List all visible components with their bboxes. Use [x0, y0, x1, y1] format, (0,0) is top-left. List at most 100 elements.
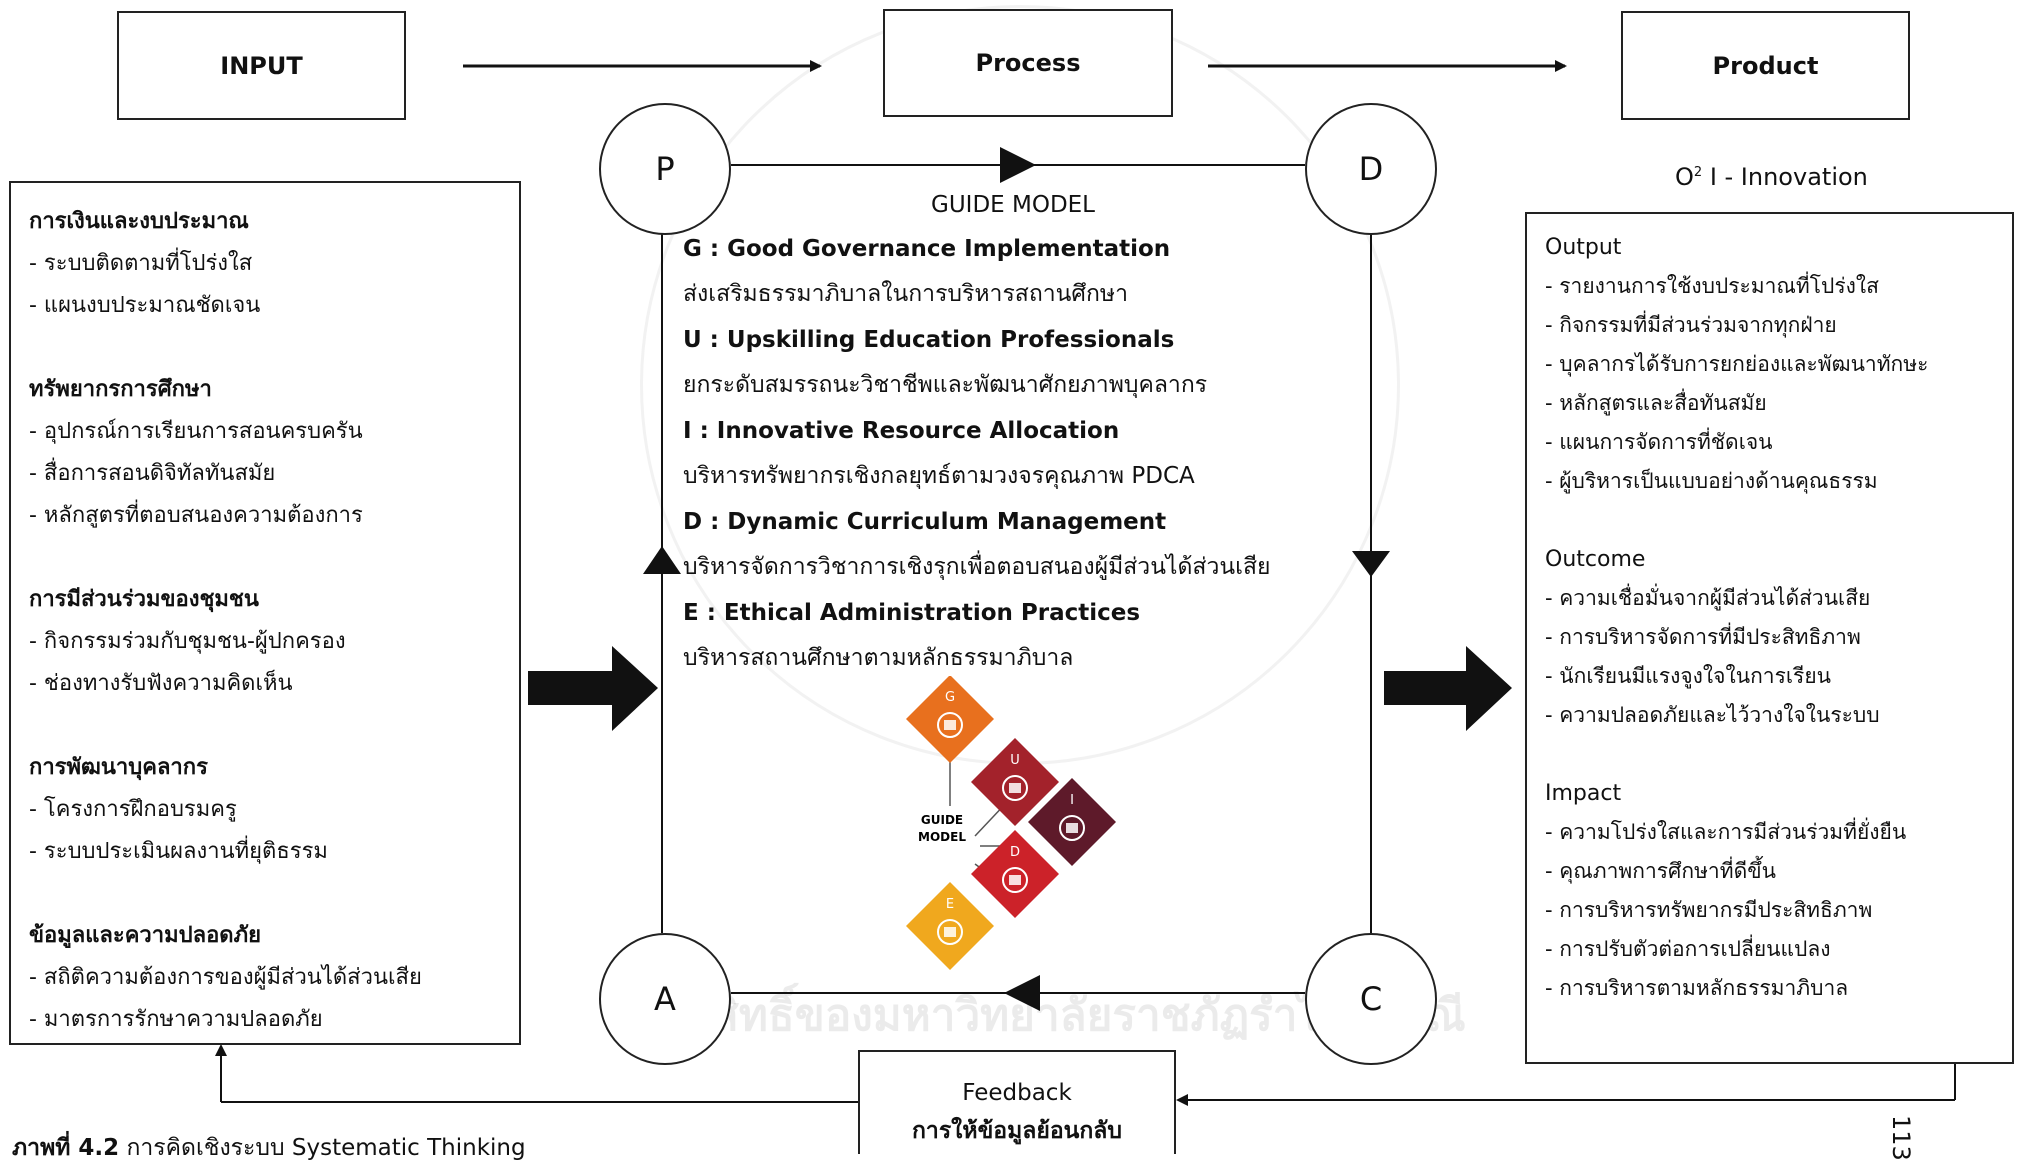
- diagram-center-line1: GUIDE: [921, 813, 963, 827]
- input-header-box: INPUT: [117, 11, 406, 120]
- list-item: - แผนการจัดการที่ชัดเจน: [1545, 430, 1773, 454]
- pdca-plan-node: P: [599, 103, 731, 235]
- guide-tile-letter: G: [945, 690, 955, 705]
- guide-tile-g: G: [906, 676, 994, 763]
- section-title: การพัฒนาบุคลากร: [29, 755, 208, 780]
- section-title: การเงินและงบประมาณ: [29, 209, 249, 234]
- guide-tile-u: U: [971, 738, 1059, 826]
- section-title: ข้อมูลและความปลอดภัย: [29, 923, 261, 948]
- input-section-resources: ทรัพยากรการศึกษา - อุปกรณ์การเรียนการสอน…: [29, 369, 501, 537]
- list-item: - อุปกรณ์การเรียนการสอนครบครัน: [29, 419, 363, 444]
- lightbulb-gear-icon: [1002, 775, 1028, 801]
- pdca-check-label: C: [1359, 980, 1383, 1018]
- list-item: - มาตรการรักษาความปลอดภัย: [29, 1007, 323, 1032]
- scales-icon-detail: [944, 927, 956, 937]
- c-to-a-arrowhead: [1004, 975, 1040, 1011]
- list-item: - การบริหารจัดการที่มีประสิทธิภาพ: [1545, 625, 1861, 649]
- input-section-finance: การเงินและงบประมาณ - ระบบติดตามที่โปร่งใ…: [29, 201, 501, 327]
- list-item: - สื่อการสอนดิจิทัลทันสมัย: [29, 461, 276, 486]
- guide-tile-shape: [971, 830, 1059, 918]
- guide-tile-shape: [971, 738, 1059, 826]
- subtitle-superscript: 2: [1693, 165, 1703, 180]
- list-item: - สถิติความต้องการของผู้มีส่วนได้ส่วนเสี…: [29, 965, 422, 990]
- guide-tile-shape: [906, 882, 994, 970]
- police-officer-icon-detail: [944, 720, 956, 730]
- list-item: - หลักสูตรที่ตอบสนองความต้องการ: [29, 503, 363, 528]
- input-list-box: การเงินและงบประมาณ - ระบบติดตามที่โปร่งใ…: [9, 181, 521, 1045]
- product-list-box: Output - รายงานการใช้งบประมาณที่โปร่งใส …: [1525, 212, 2014, 1064]
- figure-caption-text: การคิดเชิงระบบ Systematic Thinking: [119, 1135, 526, 1161]
- list-item: - ช่องทางรับฟังความคิดเห็น: [29, 671, 293, 696]
- guide-line-en: D : Dynamic Curriculum Management: [683, 508, 1167, 535]
- pdca-plan-label: P: [655, 150, 675, 188]
- list-item: - ความโปร่งใสและการมีส่วนร่วมที่ยั่งยืน: [1545, 820, 1907, 844]
- guide-line-en: E : Ethical Administration Practices: [683, 599, 1141, 626]
- guide-tile-e: E: [906, 882, 994, 970]
- guide-model-diagram: GUIDE MODEL GUIDE: [906, 676, 1116, 970]
- figure-caption: ภาพที่ 4.2 การคิดเชิงระบบ Systematic Thi…: [12, 1130, 526, 1166]
- p-to-d-arrowhead: [1000, 147, 1036, 183]
- list-item: - โครงการฝึกอบรมครู: [29, 797, 237, 822]
- books-star-icon-detail: [1009, 875, 1021, 885]
- product-header-label: Product: [1712, 51, 1819, 80]
- pdca-act-node: A: [599, 933, 731, 1065]
- guide-line-th: บริหารทรัพยากรเชิงกลยุทธ์ตามวงจรคุณภาพ P…: [683, 463, 1195, 489]
- feedback-label-th: การให้ข้อมูลย้อนกลับ: [911, 1118, 1122, 1144]
- pdca-do-node: D: [1305, 103, 1437, 235]
- list-item: - การบริหารทรัพยากรมีประสิทธิภาพ: [1545, 898, 1873, 922]
- list-item: - รายงานการใช้งบประมาณที่โปร่งใส: [1545, 274, 1879, 298]
- pdca-do-label: D: [1358, 150, 1384, 188]
- pdca-act-label: A: [654, 980, 676, 1018]
- network-people-icon-detail: [1066, 823, 1078, 833]
- guide-line-th: ยกระดับสมรรถนะวิชาชีพและพัฒนาศักยภาพบุคล…: [683, 372, 1208, 398]
- list-item: - การปรับตัวต่อการเปลี่ยนแปลง: [1545, 937, 1831, 961]
- guide-tile-letter: U: [1010, 753, 1020, 768]
- network-people-icon: [1059, 815, 1085, 841]
- scales-icon: [937, 919, 963, 945]
- product-header-box: Product: [1621, 11, 1910, 120]
- guide-tile-letter: I: [1070, 793, 1074, 808]
- input-block-arrow: [528, 646, 658, 731]
- list-item: - กิจกรรมร่วมกับชุมชน-ผู้ปกครอง: [29, 629, 346, 654]
- list-item: - ระบบติดตามที่โปร่งใส: [29, 251, 253, 276]
- guide-tile-shape: [906, 676, 994, 763]
- guide-tile-i: I: [1028, 778, 1116, 866]
- lightbulb-gear-icon-detail: [1009, 783, 1021, 793]
- product-subtitle: O2 I - Innovation: [1675, 163, 1868, 191]
- guide-tile-d: D: [971, 830, 1059, 918]
- guide-tile-letter: E: [946, 897, 954, 912]
- input-section-data-safety: ข้อมูลและความปลอดภัย - สถิติความต้องการข…: [29, 915, 501, 1041]
- guide-line-th: บริหารจัดการวิชาการเชิงรุกเพื่อตอบสนองผู…: [683, 554, 1271, 580]
- d-to-c-arrowhead: [1352, 551, 1390, 577]
- process-header-box: Process: [883, 9, 1173, 117]
- guide-line-en: G : Good Governance Implementation: [683, 235, 1171, 262]
- figure-caption-label: ภาพที่ 4.2: [12, 1135, 120, 1161]
- product-section-impact: Impact - ความโปร่งใสและการมีส่วนร่วมที่ย…: [1545, 774, 1994, 1008]
- product-section-outcome: Outcome - ความเชื่อมั่นจากผู้มีส่วนได้ส่…: [1545, 540, 1994, 735]
- diagram-center-line2: MODEL: [918, 830, 966, 844]
- pdca-check-node: C: [1305, 933, 1437, 1065]
- list-item: - ความปลอดภัยและไว้วางใจในระบบ: [1545, 703, 1880, 727]
- list-item: - คุณภาพการศึกษาที่ดีขึ้น: [1545, 859, 1776, 883]
- guide-tile-letter: D: [1010, 845, 1020, 860]
- guide-model-title: GUIDE MODEL: [931, 192, 1095, 218]
- guide-tile-shape: [1028, 778, 1116, 866]
- guide-line-th: ส่งเสริมธรรมาภิบาลในการบริหารสถานศึกษา: [683, 281, 1129, 307]
- input-section-personnel: การพัฒนาบุคลากร - โครงการฝึกอบรมครู - ระ…: [29, 747, 501, 873]
- list-item: - ความเชื่อมั่นจากผู้มีส่วนได้ส่วนเสีย: [1545, 586, 1871, 610]
- subtitle-base: O: [1675, 163, 1694, 191]
- guide-line-en: U : Upskilling Education Professionals: [683, 326, 1175, 353]
- a-to-p-arrowhead: [643, 546, 681, 574]
- output-block-arrow: [1384, 646, 1512, 731]
- product-section-output: Output - รายงานการใช้งบประมาณที่โปร่งใส …: [1545, 228, 1994, 501]
- guide-line-th: บริหารสถานศึกษาตามหลักธรรมาภิบาล: [683, 645, 1074, 671]
- guide-line-en: I : Innovative Resource Allocation: [683, 417, 1120, 444]
- section-title: Output: [1545, 235, 1622, 260]
- list-item: - ผู้บริหารเป็นแบบอย่างด้านคุณธรรม: [1545, 469, 1878, 493]
- section-title: Impact: [1545, 781, 1622, 806]
- list-item: - นักเรียนมีแรงจูงใจในการเรียน: [1545, 664, 1831, 688]
- process-header-label: Process: [975, 49, 1081, 77]
- books-star-icon: [1002, 867, 1028, 893]
- list-item: - หลักสูตรและสื่อทันสมัย: [1545, 391, 1767, 415]
